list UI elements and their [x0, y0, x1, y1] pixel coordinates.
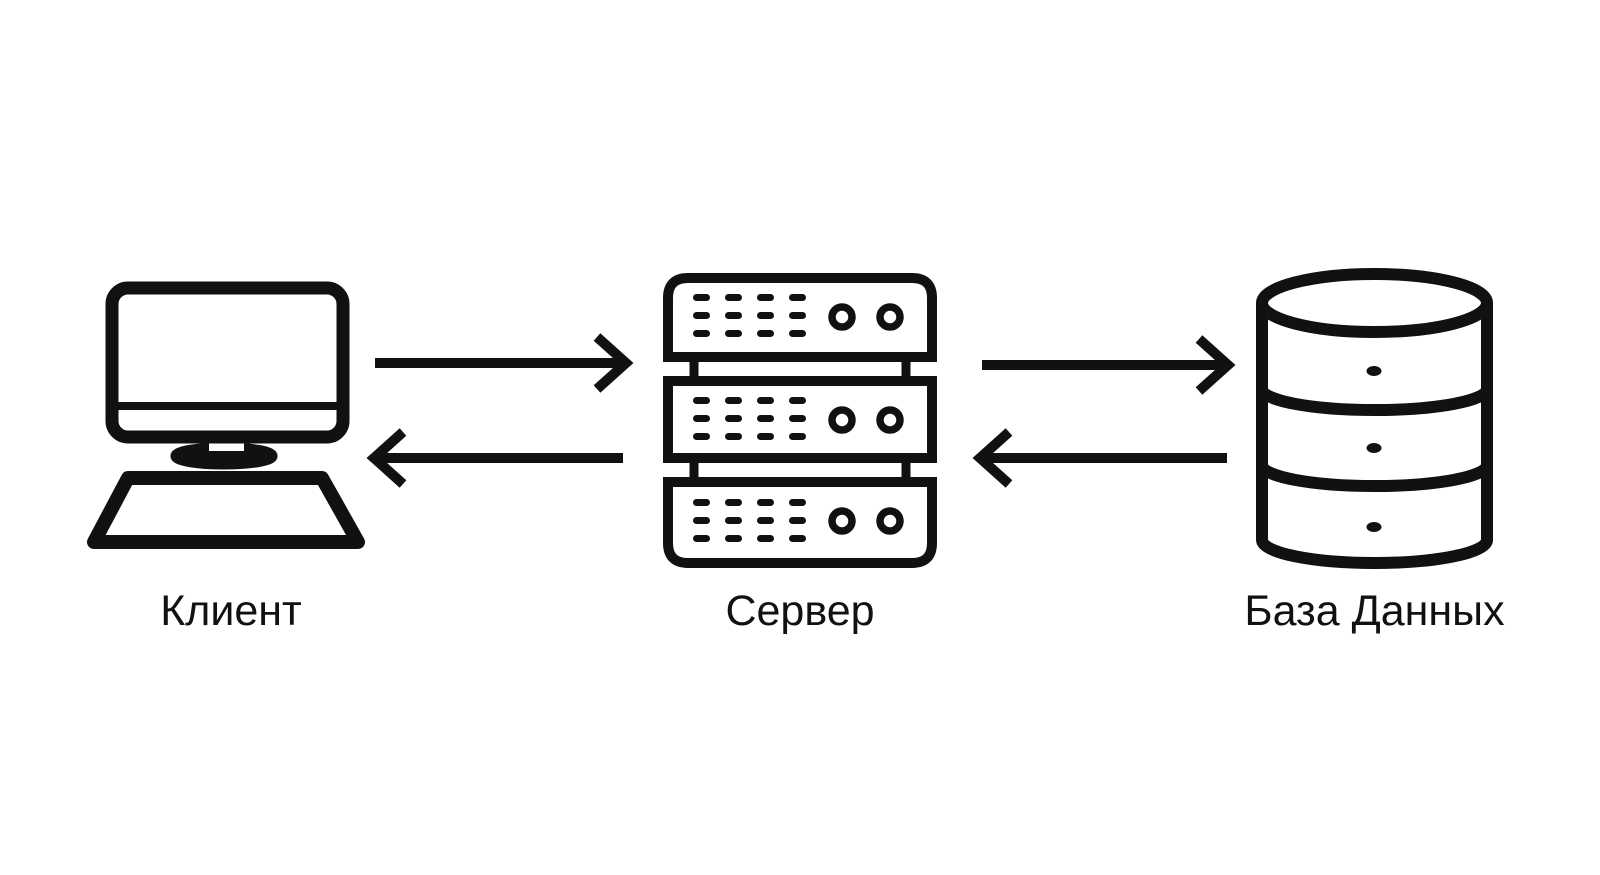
database-divider: [1256, 387, 1493, 416]
server-rack-icon: [663, 273, 937, 568]
server-unit-vents: [693, 294, 806, 337]
arrow-left-icon: [972, 428, 1227, 488]
database-cylinder-icon: [1256, 268, 1493, 569]
database-dot: [1366, 366, 1382, 376]
database-dot: [1366, 522, 1382, 532]
server-light: [828, 303, 856, 331]
server-unit-vents: [693, 499, 806, 542]
server-unit-vents: [693, 397, 806, 440]
server-light: [876, 507, 904, 535]
server-light: [828, 406, 856, 434]
database-body: [1256, 303, 1493, 569]
arrow-right-icon: [375, 333, 634, 393]
server-light: [828, 507, 856, 535]
server-light: [876, 406, 904, 434]
server-label: Сервер: [725, 587, 875, 635]
database-top: [1256, 268, 1493, 338]
database-dot: [1366, 443, 1382, 453]
desktop-computer-icon: [87, 281, 365, 549]
monitor-stand-base-inner: [185, 452, 263, 462]
server-light: [876, 303, 904, 331]
keyboard: [87, 471, 365, 549]
server-unit: [663, 376, 937, 463]
arrow-left-icon: [366, 428, 623, 488]
client-label: Клиент: [160, 587, 302, 635]
connection-arrows: [366, 333, 1236, 488]
database-label: База Данных: [1244, 587, 1505, 635]
database-divider: [1256, 463, 1493, 492]
arrow-right-icon: [982, 335, 1236, 395]
monitor-frame: [105, 281, 350, 444]
